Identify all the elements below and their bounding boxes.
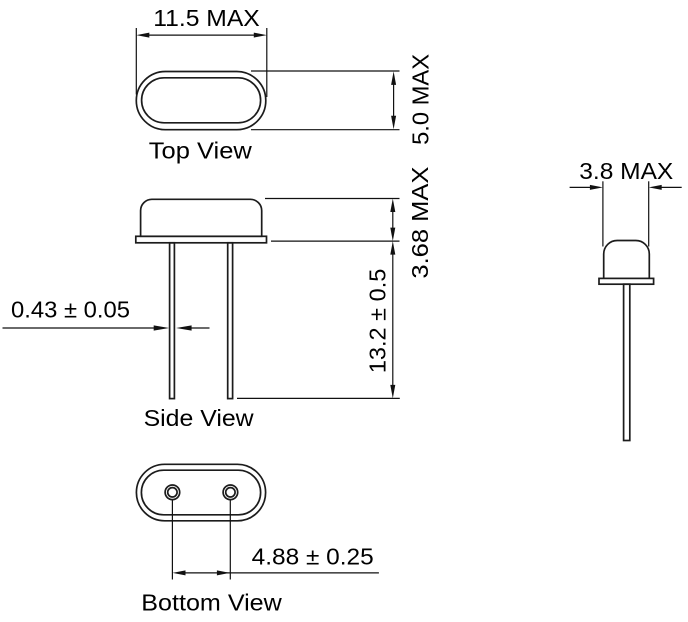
- svg-text:3.68 MAX: 3.68 MAX: [407, 167, 433, 279]
- svg-text:13.2 ± 0.5: 13.2 ± 0.5: [365, 269, 391, 374]
- svg-text:5.0 MAX: 5.0 MAX: [408, 54, 434, 145]
- svg-text:Top View: Top View: [149, 137, 252, 163]
- svg-text:Bottom View: Bottom View: [141, 590, 282, 616]
- svg-text:Side View: Side View: [144, 405, 254, 431]
- svg-text:4.88 ± 0.25: 4.88 ± 0.25: [252, 544, 374, 570]
- svg-text:0.43 ± 0.05: 0.43 ± 0.05: [11, 297, 130, 323]
- svg-text:11.5 MAX: 11.5 MAX: [153, 5, 260, 31]
- svg-text:3.8 MAX: 3.8 MAX: [579, 158, 673, 184]
